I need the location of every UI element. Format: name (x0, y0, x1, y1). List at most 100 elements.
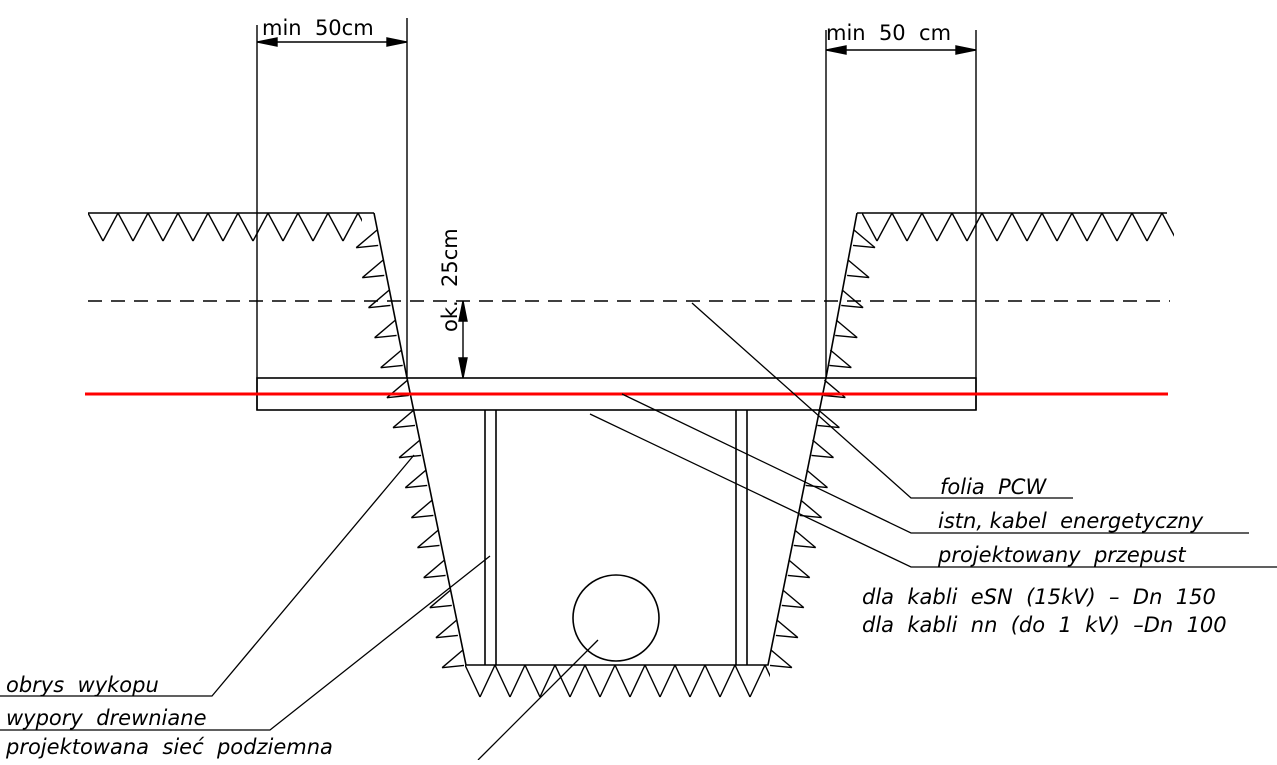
hatch-stroke (297, 213, 314, 242)
hatch-stroke (312, 213, 329, 242)
hatch-stroke (88, 213, 104, 242)
hatch-stroke (479, 665, 496, 698)
leader-trench-outline (0, 454, 415, 697)
hatch-stroke (788, 559, 811, 579)
hatch-stroke (374, 319, 396, 339)
hatch-stroke (891, 213, 908, 242)
hatch-stroke (1086, 213, 1103, 242)
hatch-stroke (441, 649, 464, 669)
hatch-stroke (380, 349, 403, 369)
hatch-stroke (386, 394, 409, 399)
hatch-stroke (267, 213, 284, 242)
label-existing-cable: istn, kabel energetyczny (938, 509, 1204, 533)
hatch-stroke (342, 213, 359, 242)
hatch-stroke (719, 665, 736, 698)
hatch-stroke (793, 544, 816, 549)
hatch-stroke (996, 213, 1013, 242)
hatch-stroke (282, 213, 299, 242)
hatch-stroke (1011, 213, 1028, 242)
hatch-stroke (392, 424, 416, 429)
hatch-stroke (829, 349, 852, 369)
hatch-stroke (237, 213, 254, 242)
hatch-stroke (782, 589, 805, 609)
soil-hatch-left-surface (88, 213, 362, 242)
hatch-stroke (806, 469, 828, 489)
hatch-stroke (1026, 213, 1043, 242)
dim-text-cover-depth: ok. 25cm (438, 228, 462, 332)
label-designed-culvert: projektowany przepust (937, 543, 1186, 567)
hatch-stroke (835, 334, 858, 339)
hatch-stroke (776, 619, 799, 639)
hatch-stroke (368, 304, 391, 309)
soil-hatch-left-wall (355, 229, 465, 669)
hatch-stroke (398, 439, 421, 459)
hatch-stroke (734, 665, 751, 698)
hatch-stroke (410, 499, 433, 519)
hatch-stroke (435, 634, 458, 639)
hatch-stroke (921, 213, 938, 242)
note-nn-cables: dla kabli nn (do 1 kV) –Dn 100 (862, 613, 1227, 637)
leader-pcw-foil (691, 302, 1073, 499)
hatch-stroke (674, 665, 691, 698)
hatch-stroke (811, 454, 834, 459)
hatch-stroke (614, 665, 631, 698)
hatch-stroke (357, 213, 362, 222)
hatch-stroke (852, 244, 876, 249)
hatch-stroke (1101, 213, 1118, 242)
hatch-stroke (374, 334, 397, 339)
hatch-stroke (823, 394, 846, 399)
hatch-stroke (327, 213, 344, 242)
hatch-stroke (1116, 213, 1133, 242)
hatch-stroke (817, 409, 840, 429)
hatch-stroke (769, 664, 792, 669)
hatch-stroke (569, 665, 586, 698)
hatch-stroke (524, 665, 541, 698)
label-designed-network: projektowana sieć podziemna (5, 735, 333, 759)
hatch-stroke (981, 213, 998, 242)
designed-network-pipe (572, 574, 660, 662)
hatch-stroke (936, 213, 953, 242)
hatch-stroke (177, 213, 194, 242)
hatch-stroke (102, 213, 119, 242)
hatch-stroke (435, 619, 458, 639)
hatch-stroke (207, 213, 224, 242)
hatch-stroke (794, 529, 817, 549)
hatch-stroke (841, 304, 864, 309)
hatch-stroke (399, 454, 422, 459)
hatch-stroke (764, 665, 770, 678)
label-timber-props: wypory drewniane (6, 706, 207, 730)
trench-outline-right (825, 212, 858, 379)
hatch-stroke (829, 364, 852, 369)
hatch-stroke (423, 574, 446, 579)
hatch-stroke (1146, 213, 1163, 242)
hatch-stroke (554, 665, 571, 698)
label-trench-outline: obrys wykopu (6, 673, 159, 697)
hatch-stroke (405, 484, 428, 489)
hatch-stroke (644, 665, 661, 698)
arrow-left-clearance-end (386, 37, 408, 47)
hatch-stroke (509, 665, 526, 698)
hatch-stroke (704, 665, 721, 698)
hatch-stroke (442, 664, 465, 669)
hatch-stroke (1161, 213, 1174, 237)
leader-existing-cable (621, 393, 1249, 534)
soil-hatch-right-surface (862, 213, 1174, 242)
hatch-stroke (380, 364, 403, 369)
arrow-cover-depth-bottom (458, 357, 468, 379)
hatch-stroke (584, 665, 601, 698)
hatch-stroke (356, 244, 379, 249)
hatch-stroke (812, 439, 834, 459)
hatch-stroke (539, 665, 556, 698)
hatch-stroke (862, 213, 878, 242)
hatch-stroke (404, 469, 427, 489)
label-pcw-foil: folia PCW (940, 475, 1047, 499)
trench-outline-lower-left (406, 377, 827, 666)
hatch-stroke (800, 499, 823, 519)
hatch-stroke (361, 259, 384, 279)
trench-outline-left (373, 212, 408, 379)
note-esn-cables: dla kabli eSN (15kV) – Dn 150 (862, 585, 1216, 609)
hatch-stroke (629, 665, 646, 698)
arrow-right-clearance-start (825, 45, 847, 55)
leader-timber-props (0, 555, 491, 731)
